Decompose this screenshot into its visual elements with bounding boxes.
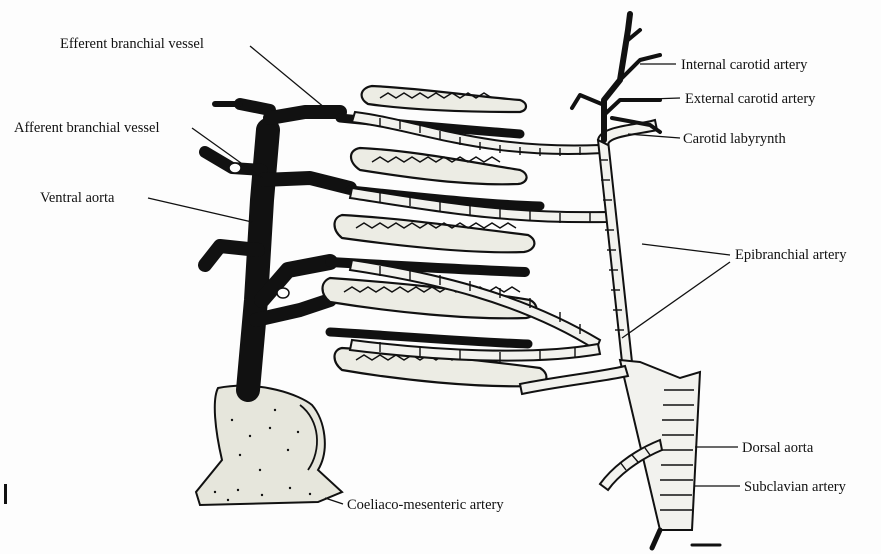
- label-dorsal-aorta: Dorsal aorta: [742, 440, 814, 456]
- heart: [196, 386, 342, 505]
- label-epibranchial-artery: Epibranchial artery: [735, 247, 847, 263]
- label-efferent-branchial-vessel: Efferent branchial vessel: [60, 36, 204, 52]
- label-ventral-aorta: Ventral aorta: [40, 190, 115, 206]
- edge-mark: [4, 484, 7, 504]
- label-subclavian-artery: Subclavian artery: [744, 479, 847, 495]
- label-external-carotid-artery: External carotid artery: [685, 91, 816, 107]
- ventral-aorta-vessels: [205, 104, 350, 390]
- label-internal-carotid-artery: Internal carotid artery: [681, 57, 808, 73]
- label-coeliaco-mesenteric-artery: Coeliaco-mesenteric artery: [347, 497, 504, 513]
- label-carotid-labyrynth: Carotid labyrynth: [683, 131, 786, 147]
- label-afferent-branchial-vessel: Afferent branchial vessel: [14, 120, 159, 136]
